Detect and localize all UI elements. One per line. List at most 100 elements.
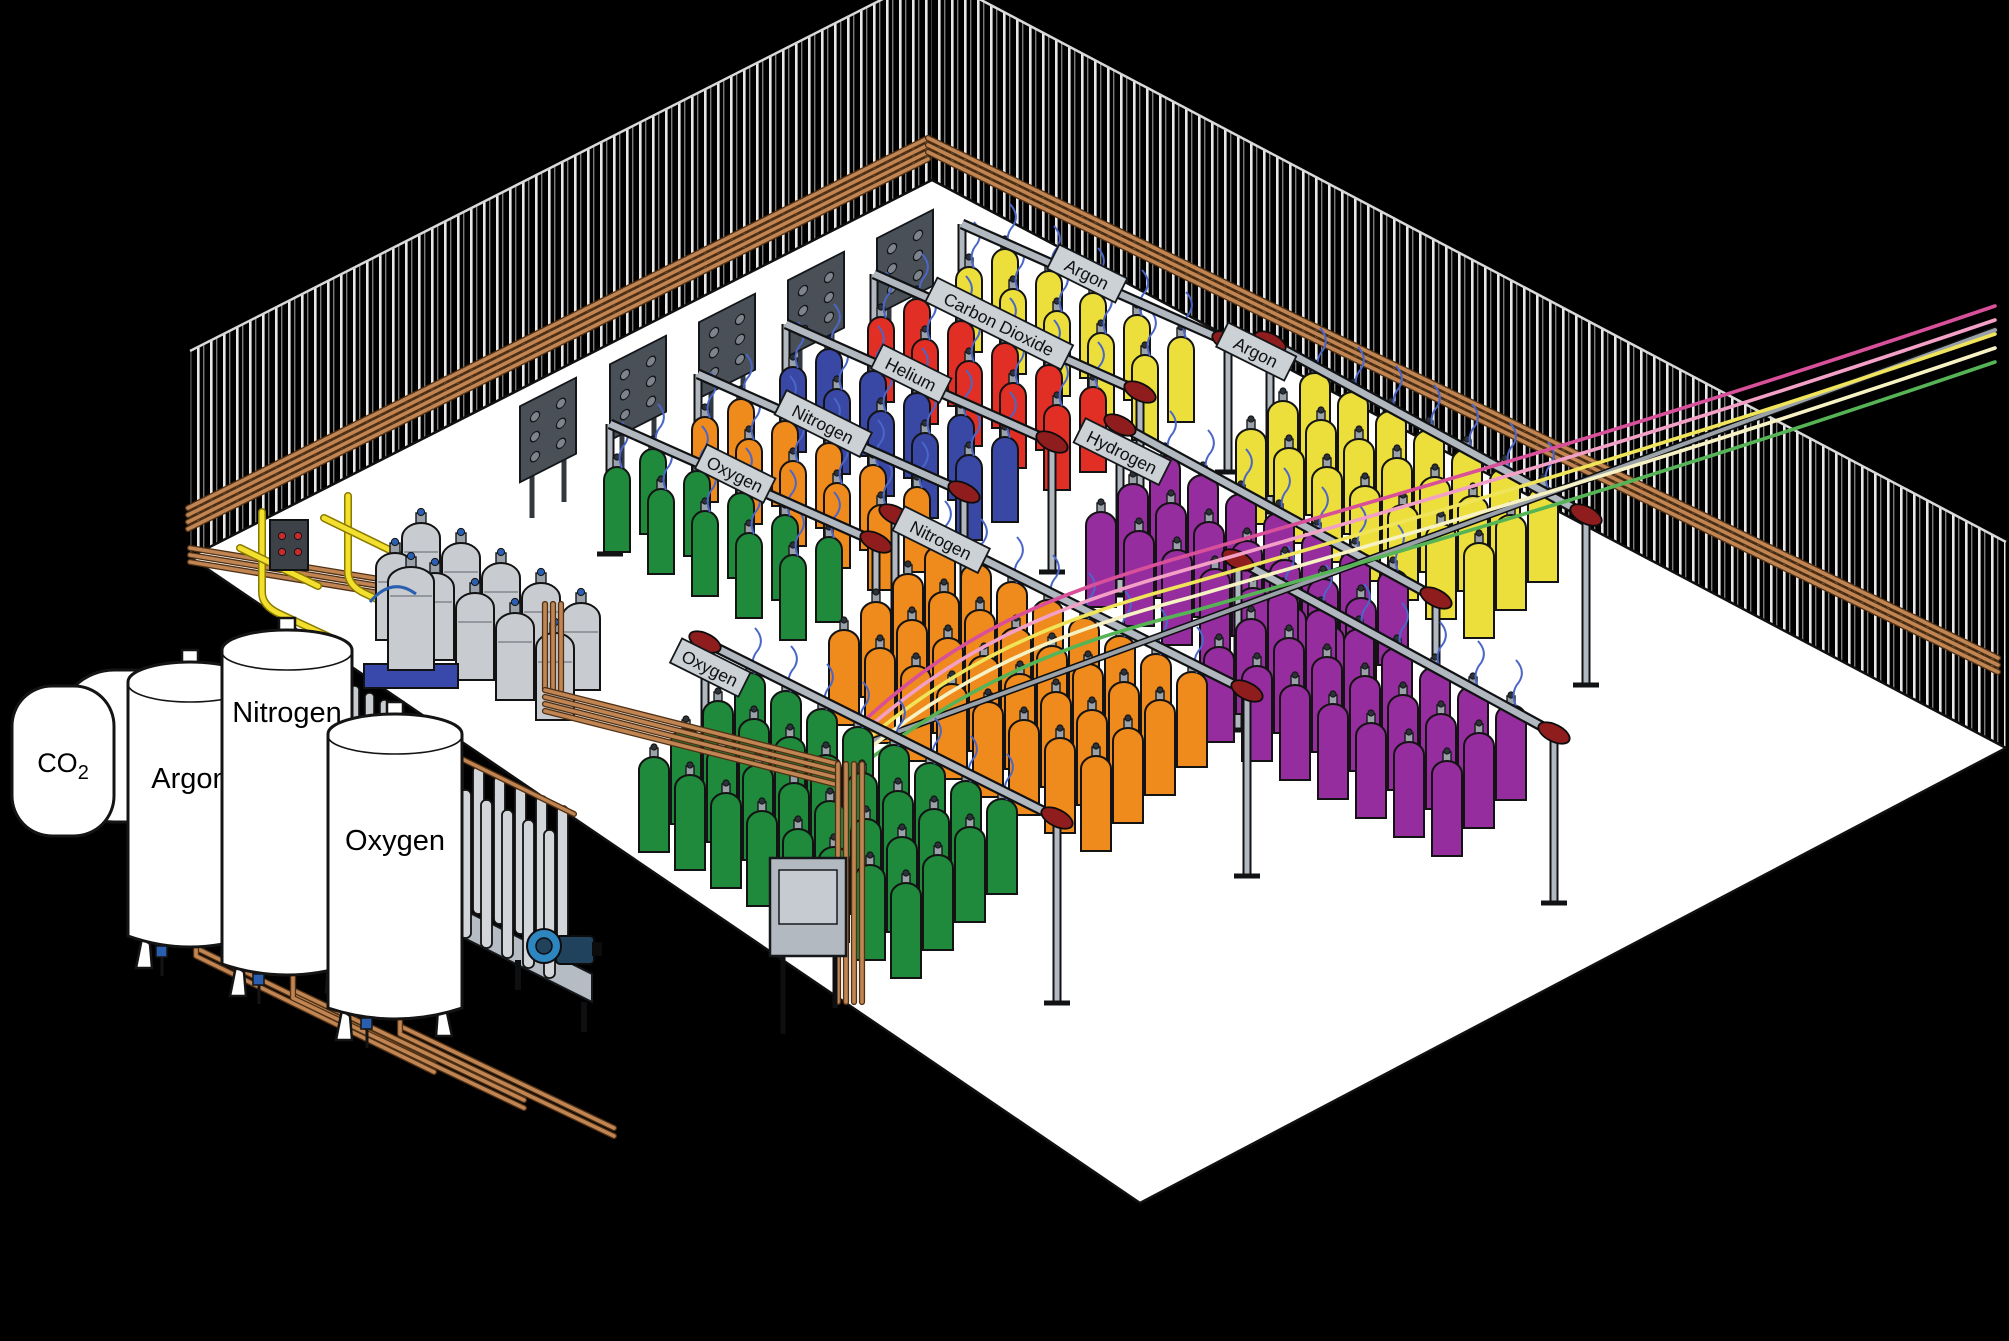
fill-hose xyxy=(1058,359,1069,407)
manifold-pod xyxy=(1040,806,1074,830)
fill-hose xyxy=(1318,486,1329,534)
pipe xyxy=(186,150,930,524)
gas-cylinder xyxy=(1167,323,1195,423)
pipe xyxy=(186,157,930,531)
dewar-cylinder xyxy=(495,597,535,701)
gas-cylinder xyxy=(1431,747,1463,857)
manifold-pod xyxy=(1419,586,1453,610)
fill-hose xyxy=(970,409,981,457)
storage-tank-nitrogen: Nitrogen xyxy=(220,616,354,1004)
dewar-cylinder xyxy=(387,551,435,671)
pipe xyxy=(926,150,2000,674)
fill-hose xyxy=(1468,403,1479,451)
transfer-hose xyxy=(368,585,417,603)
high-pressure-tube xyxy=(501,809,514,959)
gauge-light xyxy=(277,531,287,541)
high-pressure-tube xyxy=(522,819,535,969)
gas-cylinder xyxy=(1112,714,1144,824)
fill-hose xyxy=(1356,505,1367,553)
manifold-pod xyxy=(1569,503,1603,527)
rack-post xyxy=(1234,691,1260,879)
gas-cylinder xyxy=(674,761,706,871)
flex-gas-tube xyxy=(848,332,1997,756)
gauge-light xyxy=(277,547,287,557)
manifold-pod xyxy=(947,480,981,504)
manifold-pod xyxy=(1035,430,1069,454)
flex-gas-tube xyxy=(848,346,1997,766)
tank-valve xyxy=(360,1017,373,1030)
gas-cylinder xyxy=(922,841,954,951)
control-box-door xyxy=(778,869,838,925)
gas-cylinder xyxy=(710,779,742,889)
gas-cylinder xyxy=(1355,709,1387,819)
gas-cylinder xyxy=(954,813,986,923)
high-pressure-tube xyxy=(480,799,493,949)
fill-hose xyxy=(1094,341,1105,389)
pipe xyxy=(446,750,576,816)
gas-cylinder xyxy=(1144,686,1176,796)
storage-tank-oxygen: Oxygen xyxy=(326,700,464,1048)
wall-top-edge xyxy=(189,0,884,353)
tank-label: Argon xyxy=(151,763,228,795)
fill-hose xyxy=(1430,384,1441,432)
pipe xyxy=(186,143,930,517)
gas-cylinder xyxy=(638,743,670,853)
gas-cylinder xyxy=(1176,658,1208,768)
gas-cylinder xyxy=(986,785,1018,895)
fill-hose xyxy=(918,441,929,489)
fill-hose xyxy=(1146,309,1157,357)
cylinder-rack-hydrogen-2 xyxy=(1203,545,1571,906)
gas-cylinder xyxy=(1463,719,1495,829)
rack-rail xyxy=(1267,337,1589,520)
wall-manifold-panel xyxy=(519,376,577,518)
manifold-pod xyxy=(1537,721,1571,745)
fill-hose xyxy=(1436,621,1447,669)
pipe xyxy=(321,515,405,559)
fill-hose xyxy=(1280,467,1291,515)
pipe xyxy=(926,136,2000,660)
gas-cylinder xyxy=(603,453,631,553)
gas-cylinder xyxy=(1008,706,1040,816)
rack-post xyxy=(1541,733,1567,906)
gas-cylinder xyxy=(1463,529,1495,639)
fill-hose xyxy=(1006,391,1017,439)
pipe xyxy=(543,695,840,773)
fill-hose xyxy=(1398,602,1409,650)
pipe xyxy=(259,509,343,645)
pipe xyxy=(846,328,1997,752)
gas-cylinder xyxy=(864,634,896,744)
gas-cylinder xyxy=(1080,742,1112,852)
pipe xyxy=(345,493,429,625)
manifold-pod xyxy=(1230,679,1264,703)
rack-post xyxy=(1573,515,1599,688)
tank-label: Oxygen xyxy=(345,825,445,857)
gas-cylinder xyxy=(828,616,860,726)
dewar-cylinder xyxy=(455,577,495,681)
gas-cylinder xyxy=(1279,671,1311,781)
fill-hose xyxy=(882,459,893,507)
pipe xyxy=(926,143,2000,667)
rack-rail xyxy=(702,637,1060,823)
pipe xyxy=(543,702,840,780)
fill-hose xyxy=(794,509,805,557)
tank-valve xyxy=(252,973,265,986)
pump xyxy=(526,928,602,965)
gas-cylinder xyxy=(1317,690,1349,800)
flex-gas-tube xyxy=(848,304,1997,736)
pipe xyxy=(543,688,840,766)
rack-rail xyxy=(1117,420,1439,603)
fill-hose xyxy=(1182,291,1193,339)
fill-hose xyxy=(830,491,841,539)
flex-gas-tube xyxy=(848,360,1997,776)
rack-post xyxy=(1039,442,1065,575)
manifold-pod xyxy=(1123,380,1157,404)
wall-manifold-panel xyxy=(609,334,667,476)
gauge-light xyxy=(293,547,303,557)
gauge-light xyxy=(293,531,303,541)
gas-cylinder xyxy=(890,869,922,979)
tank-valve xyxy=(155,945,168,958)
cylinder-rack-nitrogen-lower: Nitrogen xyxy=(828,500,1264,879)
gas-cylinder xyxy=(1393,728,1425,838)
